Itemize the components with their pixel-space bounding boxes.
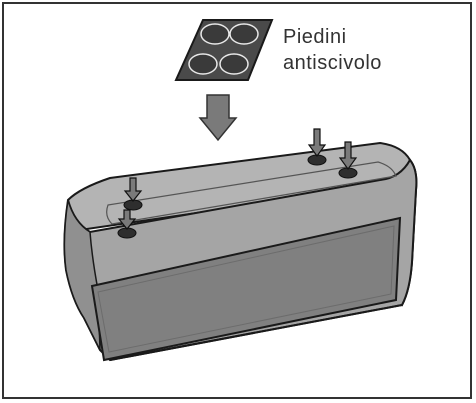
pad-foot-4 (219, 53, 249, 75)
anti-slip-feet-label: Piedini antiscivolo (283, 24, 382, 76)
small-arrow-icon-3 (307, 128, 327, 158)
small-arrow-icon-1 (123, 177, 143, 202)
label-line-2: antiscivolo (283, 52, 382, 74)
pad-foot-3 (188, 53, 218, 75)
label-line-1: Piedini (283, 26, 347, 48)
speaker-body (63, 141, 418, 362)
pad-foot-2 (229, 23, 259, 45)
speaker-grille (90, 216, 402, 362)
small-arrow-icon-2 (117, 209, 137, 230)
down-arrow-icon (198, 94, 238, 142)
anti-slip-pad-sheet (174, 19, 274, 81)
small-arrow-icon-4 (338, 141, 358, 171)
pad-foot-1 (200, 23, 230, 45)
